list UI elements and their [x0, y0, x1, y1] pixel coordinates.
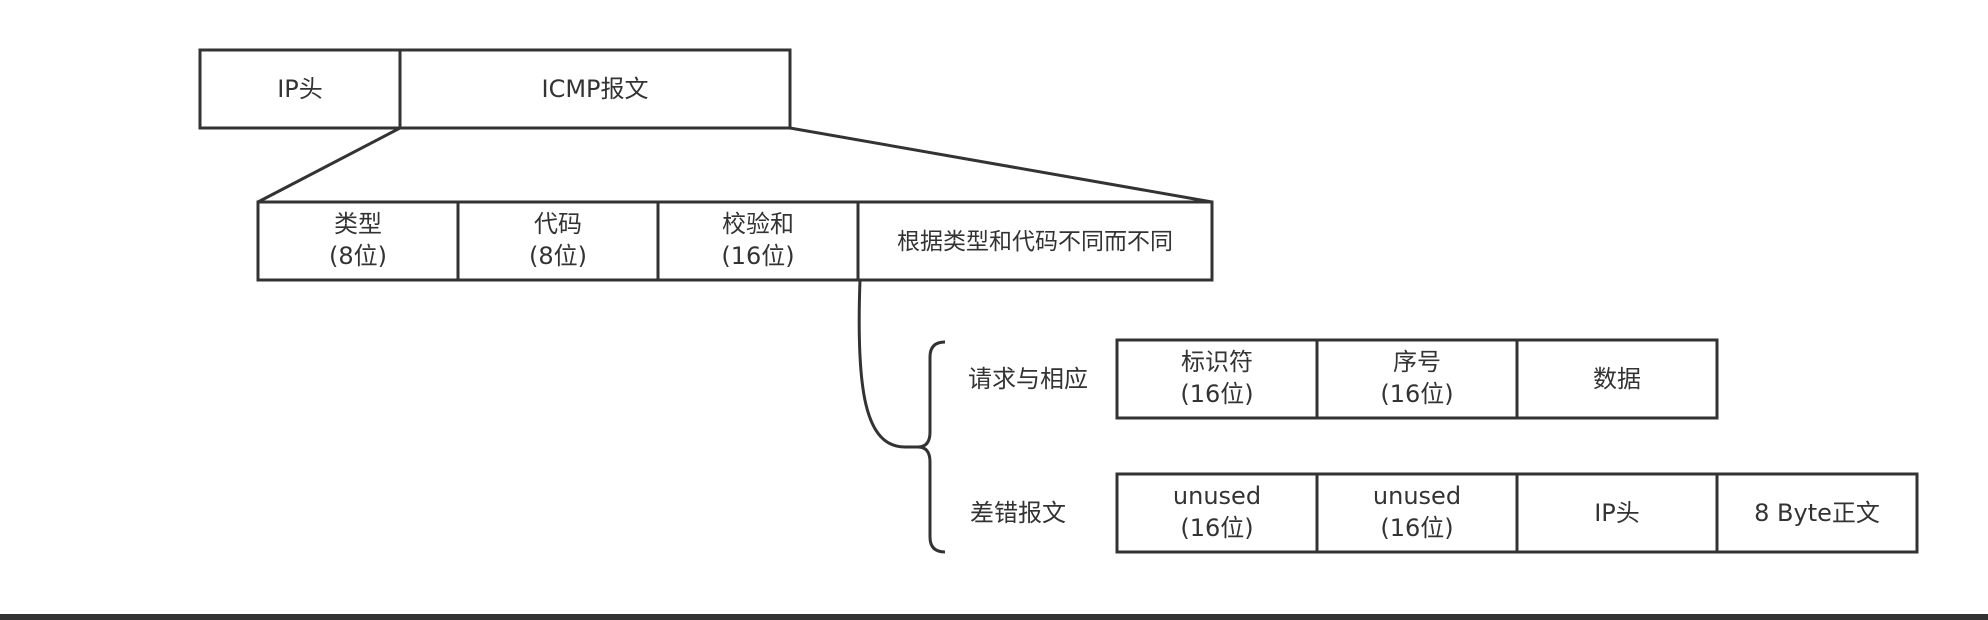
unused1-bits: (16位): [1180, 514, 1253, 542]
data-box: [1515, 338, 1719, 420]
error-message-label: 差错报文: [970, 499, 1066, 527]
identifier-name: 标识符: [1181, 348, 1253, 376]
expand-line-right: [789, 126, 1213, 204]
type-field-name: 类型: [334, 210, 382, 238]
variable-field-label: 根据类型和代码不同而不同: [897, 229, 1173, 255]
brace: [917, 340, 946, 554]
unused1-name: unused: [1173, 482, 1261, 510]
variable-field-box: [856, 200, 1214, 282]
data-label: 数据: [1593, 365, 1641, 393]
unused2-bits: (16位): [1380, 514, 1453, 542]
checksum-field-bits: (16位): [721, 242, 794, 270]
bottom-border: [0, 614, 1988, 620]
unused2-name: unused: [1373, 482, 1461, 510]
icmp-message-label: ICMP报文: [541, 75, 648, 103]
sequence-name: 序号: [1393, 348, 1441, 376]
identifier-bits: (16位): [1180, 380, 1253, 408]
checksum-field-name: 校验和: [722, 210, 794, 238]
request-response-label: 请求与相应: [968, 365, 1088, 393]
code-field-name: 代码: [534, 210, 582, 238]
ip-header2-label: IP头: [1594, 499, 1640, 527]
expand-line-left: [257, 126, 401, 204]
connector-curve: [857, 279, 918, 449]
type-field-bits: (8位): [329, 242, 387, 270]
ip-header-label: IP头: [277, 75, 323, 103]
icmp-message-box: [398, 48, 792, 130]
payload-box: [1715, 472, 1919, 554]
code-field-bits: (8位): [529, 242, 587, 270]
sequence-bits: (16位): [1380, 380, 1453, 408]
payload-label: 8 Byte正文: [1754, 499, 1880, 527]
